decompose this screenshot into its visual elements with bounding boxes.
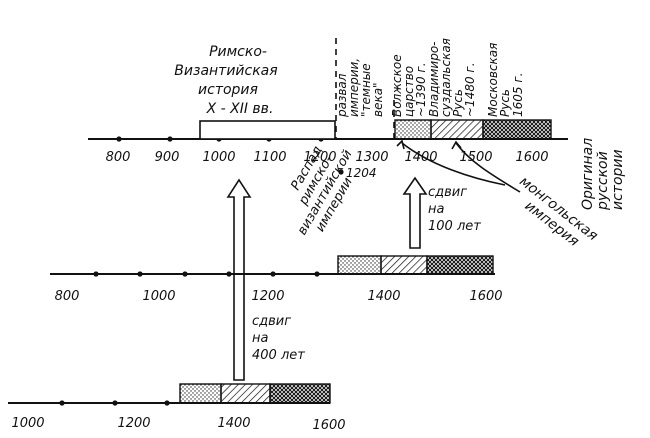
bottom-tick-dot <box>112 400 118 406</box>
shift-400-line: на <box>252 331 268 346</box>
shift-100-line: 100 лет <box>428 219 481 234</box>
middle-timeline: 800 1000 1200 1400 1600 <box>50 255 503 304</box>
bottom-tick-label: 1400 <box>217 416 250 431</box>
top-tick-label: 1300 <box>355 150 388 165</box>
vladimir-segment <box>430 119 484 140</box>
top-tick-dot <box>116 136 122 142</box>
collapse-empire-line: империи, <box>347 58 361 117</box>
roman-byzantine-label: Римско- Византийская история X - XII вв. <box>174 44 277 117</box>
year-1390-label: ~1390 г. <box>414 62 428 117</box>
top-tick-label: 1400 <box>404 150 437 165</box>
vladimir-label-line: суздальская <box>439 38 453 117</box>
bottom-tick-dot <box>164 400 170 406</box>
shift-400-line: сдвиг <box>252 314 291 329</box>
mongol-arrow-2-head <box>451 140 462 150</box>
roman-byzantine-box <box>199 120 336 140</box>
vladimir-label-line: Владимиро- <box>427 42 441 118</box>
middle-volga-segment <box>337 255 382 275</box>
top-tick-label: 800 <box>106 150 131 165</box>
roman-byzantine-line: Римско- <box>209 44 267 60</box>
original-history-line: Оригинал <box>580 138 596 210</box>
middle-vladimir-segment <box>380 255 428 275</box>
middle-tick-label: 1000 <box>142 289 175 304</box>
middle-tick-dot <box>314 271 320 277</box>
original-history-label: Оригинал русской истории <box>580 138 626 211</box>
bottom-tick-dot <box>59 400 65 406</box>
year-1204-marker: 1204 <box>338 166 377 180</box>
vertical-period-labels: развал империи, "темные века" Волжское ц… <box>335 38 525 118</box>
year-1605-label: 1605 г. <box>511 73 525 117</box>
collapse-empire-line: века" <box>371 82 385 117</box>
moscow-label-line: Московская <box>486 43 500 117</box>
collapse-empire-line: "темные <box>359 63 373 117</box>
top-tick-label: 1500 <box>459 150 492 165</box>
roman-byzantine-line: X - XII вв. <box>206 101 274 117</box>
collapse-empire-line: развал <box>335 73 349 118</box>
middle-tick-label: 1200 <box>251 289 284 304</box>
top-tick-label: 1200 <box>303 150 336 165</box>
shift-100-line: на <box>428 202 444 217</box>
bottom-tick-label: 1600 <box>312 418 345 433</box>
middle-tick-dot <box>93 271 99 277</box>
bottom-vladimir-segment <box>220 383 271 404</box>
shift-400-arrow-shape <box>226 178 252 381</box>
bottom-volga-segment <box>179 383 222 404</box>
middle-tick-label: 1400 <box>367 289 400 304</box>
middle-tick-dot <box>270 271 276 277</box>
middle-tick-label: 800 <box>55 289 80 304</box>
middle-tick-label: 1600 <box>469 289 502 304</box>
moscow-label-line: Русь <box>498 89 512 117</box>
top-tick-dot <box>167 136 173 142</box>
mongol-arrow-2 <box>455 142 521 193</box>
moscow-segment <box>482 119 552 140</box>
roman-byzantine-line: история <box>198 82 258 98</box>
year-1480-label: ~1480 г. <box>463 62 477 117</box>
vladimir-label-line: Русь <box>451 89 465 117</box>
mongol-arrow-1 <box>401 142 506 186</box>
original-history-line: истории <box>610 149 626 210</box>
top-timeline: 800 900 1000 1100 1200 1300 1400 1500 16… <box>88 38 568 165</box>
top-tick-label: 900 <box>155 150 180 165</box>
top-tick-label: 1000 <box>202 150 235 165</box>
year-1204-dot <box>338 169 344 175</box>
shift-100-arrow-shape <box>402 176 428 249</box>
shift-400-arrow: сдвиг на 400 лет <box>226 178 305 381</box>
shift-100-line: сдвиг <box>428 185 467 200</box>
top-tick-label: 1600 <box>515 150 548 165</box>
volga-segment <box>394 119 432 140</box>
bottom-timeline: 1000 1200 1400 1600 <box>8 383 346 433</box>
mongol-arrow-1-head <box>396 139 405 150</box>
top-tick-label: 1100 <box>253 150 286 165</box>
middle-tick-dot <box>137 271 143 277</box>
bottom-tick-label: 1000 <box>11 416 44 431</box>
original-history-line: русской <box>595 151 611 211</box>
volga-label-line: Волжское <box>390 54 404 117</box>
middle-tick-dot <box>226 271 232 277</box>
bottom-moscow-segment <box>269 383 331 404</box>
middle-tick-dot <box>182 271 188 277</box>
shift-100-arrow: сдвиг на 100 лет <box>402 176 481 249</box>
middle-moscow-segment <box>426 255 494 275</box>
bottom-tick-label: 1200 <box>117 416 150 431</box>
roman-byzantine-line: Византийская <box>174 63 277 79</box>
shift-400-line: 400 лет <box>252 348 305 363</box>
volga-label-line: царство <box>402 66 416 117</box>
year-1204-label: 1204 <box>346 166 377 180</box>
